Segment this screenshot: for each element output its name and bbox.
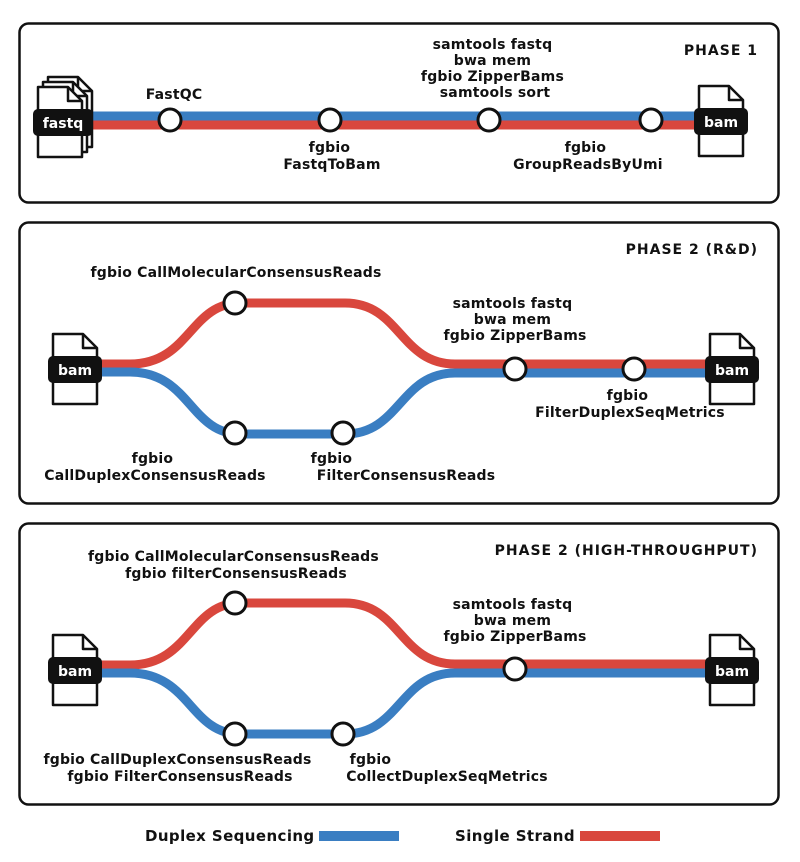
file-label: bam: [704, 115, 738, 131]
step-label: FastQC: [146, 87, 203, 103]
step-node: [502, 356, 528, 382]
panel-title: PHASE 2 (R&D): [626, 242, 758, 258]
step-label: samtools fastq bwa mem fgbio ZipperBams: [443, 597, 586, 645]
step-label: fgbio CallMolecularConsensusReads: [91, 265, 382, 281]
file-label-bg: [48, 657, 102, 684]
output-file: bam: [694, 84, 748, 158]
file-label: bam: [715, 664, 749, 680]
file-label-bg: [33, 109, 93, 136]
step-node: [638, 107, 664, 133]
duplex-line: [100, 668, 720, 739]
input-file: bam: [48, 332, 102, 406]
step-node: [330, 420, 356, 446]
file-label-bg: [694, 108, 748, 135]
input-file: bam: [48, 633, 102, 707]
legend-swatch-duplex: [319, 831, 399, 841]
single-strand-line: [100, 298, 720, 369]
step-label: fgbio FilterConsensusReads: [311, 451, 496, 484]
legend-swatch-single-strand: [580, 831, 660, 841]
step-node: [222, 420, 248, 446]
file-label: bam: [58, 664, 92, 680]
output-file: bam: [705, 633, 759, 707]
step-label: samtools fastq bwa mem fgbio ZipperBams …: [421, 37, 569, 101]
file-label-bg: [705, 356, 759, 383]
duplex-line: [100, 367, 720, 439]
step-node: [330, 721, 356, 747]
step-label: fgbio CallMolecularConsensusReads fgbio …: [88, 549, 384, 582]
panel-title: PHASE 2 (HIGH-THROUGHPUT): [495, 543, 758, 559]
legend-label-duplex: Duplex Sequencing: [145, 827, 315, 845]
step-node: [222, 290, 248, 316]
panel-phase-2-rnd: PHASE 2 (R&D) bam bam fgbio CallMolecula…: [18, 221, 780, 505]
step-node: [621, 356, 647, 382]
step-label: fgbio GroupReadsByUmi: [513, 140, 663, 173]
step-node: [476, 107, 502, 133]
panel-title: PHASE 1: [684, 43, 758, 59]
step-label: fgbio CallDuplexConsensusReads: [44, 451, 265, 484]
step-label: fgbio FilterDuplexSeqMetrics: [535, 388, 725, 421]
single-strand-line: [100, 598, 720, 670]
legend-label-single-strand: Single Strand: [455, 827, 575, 845]
file-label-bg: [705, 657, 759, 684]
panel-border: [18, 221, 780, 505]
step-node: [222, 721, 248, 747]
legend: Duplex Sequencing Single Strand: [145, 827, 660, 845]
file-label-bg: [48, 356, 102, 383]
step-label: samtools fastq bwa mem fgbio ZipperBams: [443, 296, 586, 344]
step-node: [222, 590, 248, 616]
file-label: bam: [58, 363, 92, 379]
input-file: fastq: [33, 75, 94, 159]
panel-phase-1: PHASE 1 fastq bam FastQC fgbio Fa: [18, 22, 780, 204]
panel-border: [18, 522, 780, 806]
step-label: fgbio CallDuplexConsensusReads fgbio Fil…: [43, 752, 316, 785]
step-node: [502, 656, 528, 682]
panel-phase-2-high-throughput: PHASE 2 (HIGH-THROUGHPUT) bam bam fgbio …: [18, 522, 780, 806]
step-label: fgbio FastqToBam: [283, 140, 380, 173]
file-label: bam: [715, 363, 749, 379]
output-file: bam: [705, 332, 759, 406]
step-node: [157, 107, 183, 133]
step-label: fgbio CollectDuplexSeqMetrics: [346, 752, 548, 785]
step-node: [317, 107, 343, 133]
file-label: fastq: [43, 116, 84, 132]
